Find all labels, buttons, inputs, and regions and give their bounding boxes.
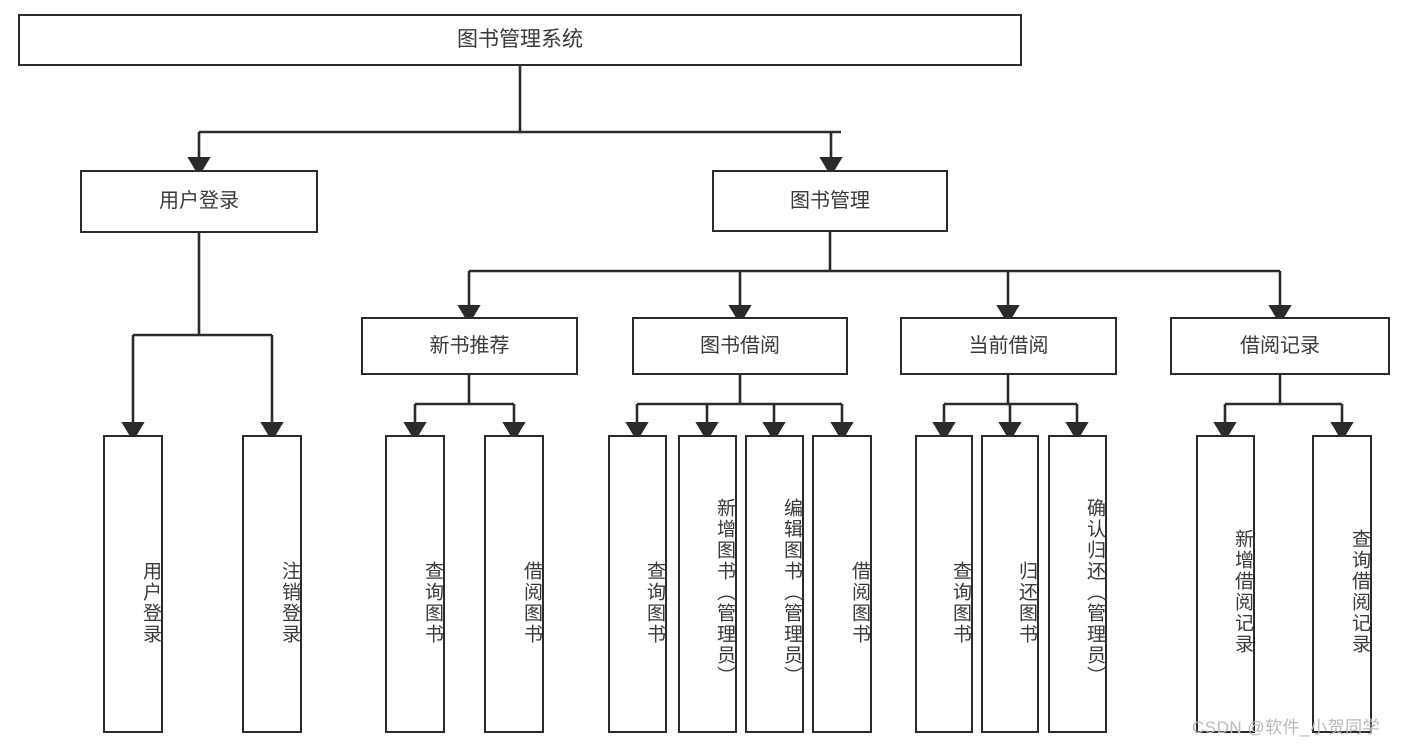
connector-group-current-borrow	[932, 375, 1089, 442]
node-book-borrow[interactable]: 图书借阅	[632, 317, 848, 375]
connector-group-borrow-record	[1213, 375, 1354, 442]
node-leaf-query-book-3[interactable]: 查询图书	[915, 435, 973, 733]
node-leaf-query-book-2[interactable]: 查询图书	[608, 435, 667, 733]
connector-group-book-manage	[457, 232, 1292, 325]
node-leaf-borrow-book-1[interactable]: 借阅图书	[484, 435, 544, 733]
connector-group-user-login	[121, 233, 284, 442]
connector-group-new-book-recommend	[403, 375, 526, 442]
node-leaf-confirm-return-admin[interactable]: 确认归还（管理员）	[1048, 435, 1107, 733]
node-leaf-return-book[interactable]: 归还图书	[981, 435, 1039, 733]
connector-group-root	[187, 66, 843, 177]
node-leaf-edit-book-admin[interactable]: 编辑图书（管理员）	[745, 435, 804, 733]
watermark-label: CSDN @软件_小贺同学	[1192, 718, 1381, 737]
node-leaf-add-book-admin[interactable]: 新增图书（管理员）	[678, 435, 737, 733]
node-leaf-add-borrow-record[interactable]: 新增借阅记录	[1196, 435, 1255, 733]
node-leaf-query-borrow-record[interactable]: 查询借阅记录	[1312, 435, 1372, 733]
node-leaf-borrow-book-2[interactable]: 借阅图书	[812, 435, 872, 733]
connector-group-book-borrow	[625, 375, 854, 442]
node-leaf-query-book-1[interactable]: 查询图书	[385, 435, 445, 733]
node-new-book-recommend[interactable]: 新书推荐	[361, 317, 578, 375]
node-current-borrow[interactable]: 当前借阅	[900, 317, 1117, 375]
node-leaf-user-login[interactable]: 用户登录	[103, 435, 163, 733]
node-borrow-record[interactable]: 借阅记录	[1170, 317, 1390, 375]
node-book-manage[interactable]: 图书管理	[712, 170, 948, 232]
node-leaf-logout-login[interactable]: 注销登录	[242, 435, 302, 733]
node-root[interactable]: 图书管理系统	[18, 14, 1022, 66]
node-user-login[interactable]: 用户登录	[80, 170, 318, 233]
